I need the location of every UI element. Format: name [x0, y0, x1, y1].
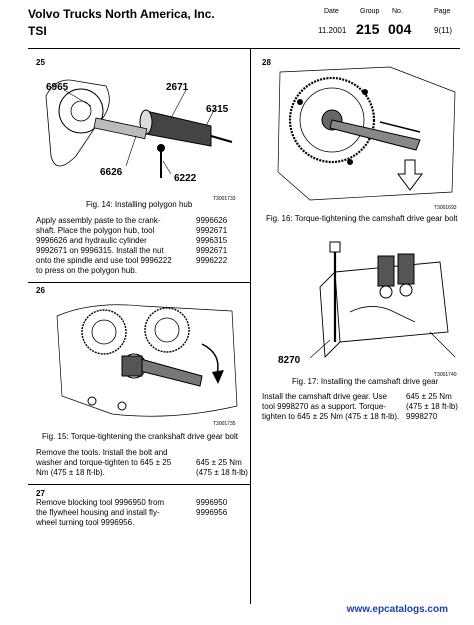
- step-26-text: Remove the tools. Install the bolt and w…: [36, 448, 196, 478]
- tool-number: 9996315: [196, 236, 228, 245]
- tool-number: 9998270: [406, 412, 438, 421]
- group-label: Group: [360, 8, 380, 15]
- text-line: to press on the polygon hub.: [36, 266, 137, 275]
- watermark-url: www.epcatalogs.com: [346, 604, 448, 615]
- text-line: 9996626 and hydraulic cylinder: [36, 236, 147, 245]
- text-line: Remove the tools. Install the bolt and: [36, 448, 168, 457]
- figure-14-caption: Fig. 14: Installing polygon hub: [86, 200, 193, 209]
- figure-17-code: T3001740: [434, 372, 457, 378]
- text-line: the flywheel housing and install fly-: [36, 508, 160, 517]
- callout-6965: 6965: [46, 82, 69, 93]
- text-line: wheel turning tool 9996956.: [36, 518, 135, 527]
- torque-value: 645 ± 25 Nm: [196, 458, 242, 467]
- text-line: onto the spindle and use tool 9996222: [36, 256, 172, 265]
- company-name: Volvo Trucks North America, Inc.: [28, 7, 215, 21]
- step-26-tools: 645 ± 25 Nm (475 ± 18 ft-lb): [196, 458, 248, 478]
- figure-15-code: T3001735: [213, 421, 236, 427]
- step-25-text: Apply assembly paste to the crank- shaft…: [36, 216, 192, 276]
- figure-15-crankshaft-gear: [56, 304, 238, 417]
- callout-6222: 6222: [174, 173, 197, 184]
- tool-number: 9992671: [196, 226, 228, 235]
- document-title: TSI: [28, 24, 47, 38]
- text-line: washer and torque-tighten to 645 ± 25: [36, 458, 172, 467]
- figure-16-caption: Fig. 16: Torque-tightening the camshaft …: [266, 214, 458, 223]
- step-27-tools: 9996950 9996956: [196, 498, 227, 518]
- step-25-rule: [28, 282, 250, 283]
- date-label: Date: [324, 8, 339, 15]
- step-26-rule: [28, 484, 250, 485]
- figure-17-caption: Fig. 17: Installing the camshaft drive g…: [292, 377, 439, 386]
- number-value: 004: [388, 21, 412, 37]
- figure-17-camshaft-gear-install: [309, 241, 456, 359]
- tool-number: 9996222: [196, 256, 228, 265]
- column-divider: [250, 49, 251, 604]
- step-28-number: 28: [262, 58, 271, 67]
- callout-6315: 6315: [206, 104, 229, 115]
- step-27-number: 27: [36, 489, 45, 498]
- text-line: Nm (475 ± 18 ft-lb).: [36, 468, 105, 477]
- text-line: Apply assembly paste to the crank-: [36, 216, 161, 225]
- date-value: 11.2001: [318, 26, 347, 35]
- page-label: Page: [434, 8, 451, 15]
- tool-number: 9996950: [196, 498, 228, 507]
- header-rule: [28, 48, 460, 49]
- group-value: 215: [356, 21, 380, 37]
- tool-number: 9996956: [196, 508, 228, 517]
- text-line: 9992671 on 9996315. Install the nut: [36, 246, 164, 255]
- figure-14-code: T3001733: [213, 196, 236, 202]
- step-25-tools: 9996626 9992671 9996315 9992671 9996222: [196, 216, 227, 266]
- tool-number: 9992671: [196, 246, 228, 255]
- figure-16-code: T3001693: [434, 205, 457, 211]
- tool-number: 9996626: [196, 216, 228, 225]
- text-line: tighten to 645 ± 25 Nm (475 ± 18 ft-lb).: [262, 412, 400, 421]
- figure-16-camshaft-gear: [277, 66, 456, 201]
- step-27-text: Remove blocking tool 9996950 from the fl…: [36, 498, 196, 528]
- callout-6626: 6626: [100, 167, 123, 178]
- figure-15-caption: Fig. 15: Torque-tightening the crankshaf…: [42, 432, 238, 441]
- torque-value: 645 ± 25 Nm: [406, 392, 452, 401]
- text-line: shaft. Place the polygon hub, tool: [36, 226, 155, 235]
- torque-value-imperial: (475 ± 18 ft-lb): [406, 402, 458, 411]
- callout-8270: 8270: [278, 355, 301, 366]
- step-25-number: 25: [36, 58, 45, 67]
- text-line: Remove blocking tool 9996950 from: [36, 498, 165, 507]
- text-line: tool 9998270 as a support. Torque-: [262, 402, 386, 411]
- callout-2671: 2671: [166, 82, 189, 93]
- figure-14-polygon-hub: [45, 79, 233, 178]
- step-28-text: Install the camshaft drive gear. Use too…: [262, 392, 412, 422]
- text-line: Install the camshaft drive gear. Use: [262, 392, 387, 401]
- page-value: 9(11): [434, 26, 453, 35]
- torque-value-imperial: (475 ± 18 ft-lb): [196, 468, 248, 477]
- step-26-number: 26: [36, 286, 45, 295]
- step-28-tools: 645 ± 25 Nm (475 ± 18 ft-lb) 9998270: [406, 392, 458, 422]
- number-label: No.: [392, 8, 403, 15]
